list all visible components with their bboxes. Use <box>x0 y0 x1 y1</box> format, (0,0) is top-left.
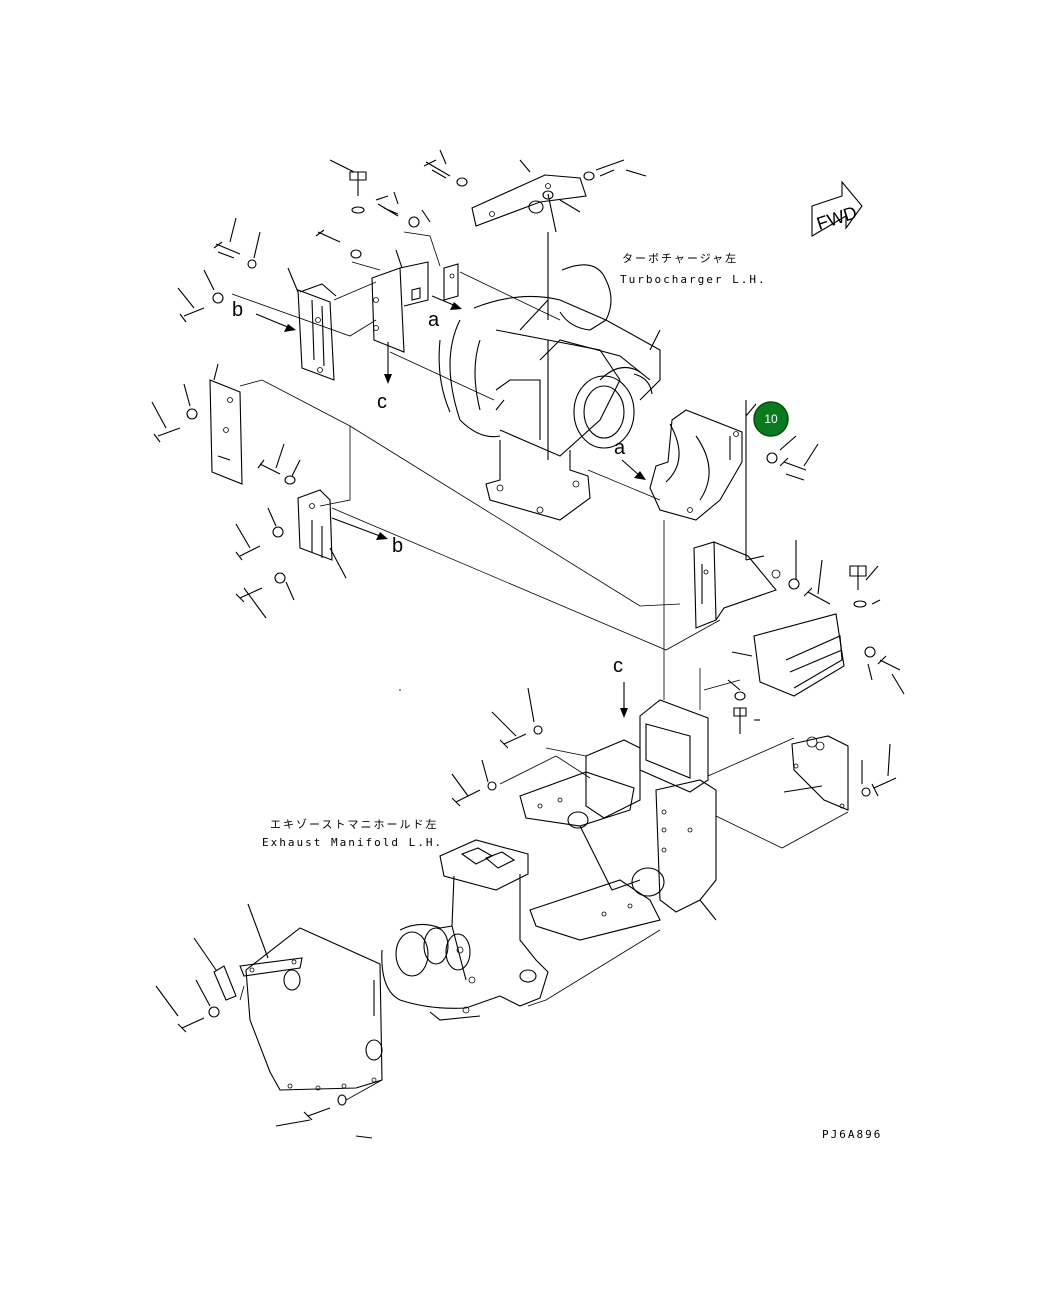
arrow-b1-head <box>284 324 296 332</box>
fwd-indicator: FWD <box>811 180 863 237</box>
top-bracket <box>471 159 587 320</box>
bolt-group-top <box>329 149 647 228</box>
bolt-group-manifold <box>155 979 373 1139</box>
lower-left-bracket <box>297 489 347 579</box>
leader-lines <box>231 231 849 1101</box>
arrow-a1-head <box>450 302 462 310</box>
exhaust-manifold <box>381 839 549 1021</box>
view-markers: b a c a b c <box>232 295 646 718</box>
mounting-stand <box>519 699 717 941</box>
turbo-label-en: Turbocharger L.H. <box>620 273 767 286</box>
bolt-group-left <box>151 217 362 619</box>
bolt-group-stand <box>451 679 760 807</box>
part-callout-10[interactable]: 10 <box>753 401 789 437</box>
arrow-b2-head <box>376 532 388 540</box>
arrow-a2-head <box>634 471 646 480</box>
turbo-label-jp: ターボチャージャ左 <box>622 252 738 265</box>
lower-heat-cover <box>731 613 905 697</box>
marker-b2: b <box>392 535 403 557</box>
arrow-c1-head <box>384 374 392 384</box>
heat-shield <box>649 400 757 560</box>
small-bracket <box>443 263 459 301</box>
turbocharger <box>438 264 661 521</box>
drawing-code: PJ6A896 <box>822 1128 882 1141</box>
marker-a1: a <box>428 309 440 331</box>
marker-b1: b <box>232 299 243 321</box>
left-bracket-upper <box>287 267 337 381</box>
callout-label[interactable]: 10 <box>764 412 778 426</box>
arrow-c2-head <box>620 708 628 718</box>
marker-c2: c <box>613 655 623 677</box>
mid-bracket <box>371 249 429 353</box>
left-bracket-lower <box>209 363 243 485</box>
manifold-cover <box>193 903 383 1091</box>
side-plate-right <box>783 735 897 811</box>
manifold-label-en: Exhaust Manifold L.H. <box>262 836 443 849</box>
right-bracket <box>693 541 781 629</box>
callout-badge[interactable] <box>753 401 789 437</box>
fwd-label: FWD <box>814 202 859 234</box>
marker-a2: a <box>614 437 626 459</box>
bolt-group-right <box>788 540 881 608</box>
marker-c1: c <box>377 391 387 413</box>
manifold-label-jp: エキゾーストマニホールド左 <box>270 818 438 831</box>
